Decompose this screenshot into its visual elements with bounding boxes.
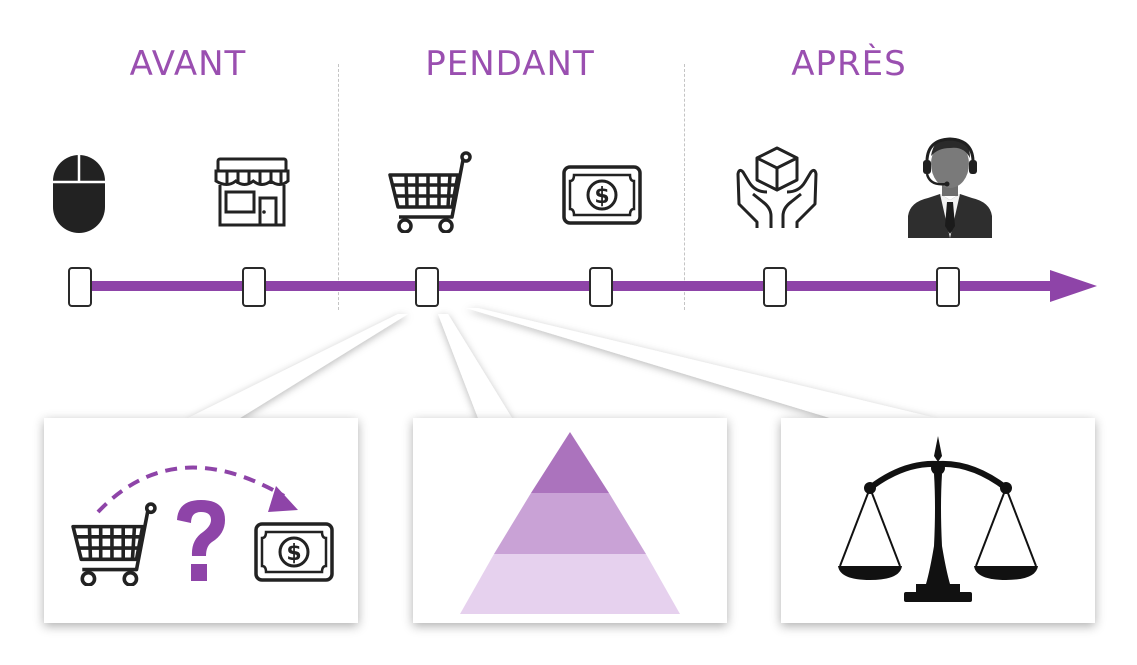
- detail-panel-pyramid: [413, 418, 727, 623]
- pyramid-level-bottom: [460, 554, 680, 614]
- banknote-icon: $: [562, 165, 642, 225]
- timeline-marker[interactable]: [763, 267, 787, 307]
- pyramid-level-top: [531, 432, 609, 493]
- svg-text:$: $: [594, 184, 609, 209]
- phase-divider: [684, 64, 685, 310]
- shopping-cart-icon: [71, 502, 157, 586]
- phase-label-pendant: PENDANT: [425, 44, 595, 84]
- timeline-marker[interactable]: [589, 267, 613, 307]
- mouse-icon: [53, 155, 105, 233]
- phase-label-apres: APRÈS: [791, 44, 907, 84]
- support-agent-icon: [908, 137, 992, 238]
- question-mark-icon: [177, 500, 225, 581]
- banknote-icon: $: [254, 522, 334, 582]
- timeline-marker-selected[interactable]: [415, 267, 439, 307]
- phase-divider: [338, 64, 339, 310]
- phase-label-avant: AVANT: [129, 44, 247, 84]
- timeline-marker[interactable]: [936, 267, 960, 307]
- detail-panel-balance-scale: [781, 418, 1095, 623]
- svg-text:$: $: [286, 541, 301, 566]
- package-in-hands-icon: [736, 146, 818, 228]
- shopping-cart-icon: [388, 151, 472, 233]
- pyramid-icon: [460, 432, 680, 614]
- timeline-marker[interactable]: [68, 267, 92, 307]
- storefront-icon: [214, 157, 290, 227]
- timeline-marker[interactable]: [242, 267, 266, 307]
- pyramid-level-middle: [494, 493, 646, 554]
- detail-panel-payment-choice: $: [44, 418, 358, 623]
- balance-scale-icon: [838, 436, 1038, 602]
- dashed-arrow-icon: [96, 465, 298, 514]
